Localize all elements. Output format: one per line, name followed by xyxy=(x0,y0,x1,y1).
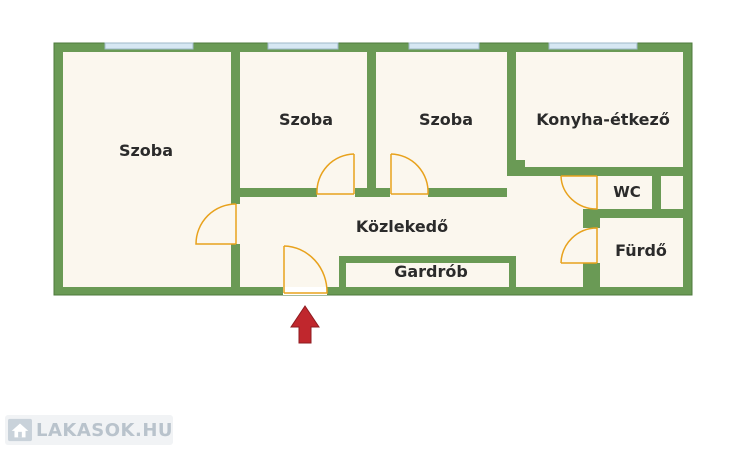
label-wc: WC xyxy=(613,183,641,201)
room-konyha xyxy=(516,52,683,167)
door-swing-wc xyxy=(560,175,598,210)
window-3 xyxy=(408,42,480,50)
logo-text: LAKASOK.HU xyxy=(35,419,173,441)
label-gardrob: Gardrób xyxy=(394,262,468,281)
room-furdo xyxy=(600,218,683,287)
label-szoba-3: Szoba xyxy=(419,110,473,129)
door-gap-entrance xyxy=(283,287,327,295)
door-gap-szoba-3 xyxy=(390,188,428,197)
site-logo: LAKASOK.HU xyxy=(5,415,173,445)
door-gap-wc xyxy=(583,176,600,209)
window-2 xyxy=(267,42,339,50)
room-kozlekedo xyxy=(240,176,583,287)
window-1 xyxy=(104,42,194,50)
door-swing-szoba-3 xyxy=(390,153,429,195)
door-swing-furdo xyxy=(560,227,598,264)
room-storage xyxy=(661,176,683,209)
room-gardrob xyxy=(346,263,509,287)
label-szoba-1: Szoba xyxy=(119,141,173,160)
room-szoba-1 xyxy=(63,52,231,287)
room-wc xyxy=(600,176,652,209)
door-gap-furdo xyxy=(583,228,600,263)
door-gap-szoba-2 xyxy=(317,188,355,197)
entrance-arrow-icon xyxy=(290,305,320,344)
label-furdo: Fürdő xyxy=(615,241,667,260)
window-4 xyxy=(548,42,638,50)
door-swing-szoba-2 xyxy=(316,153,355,195)
house-icon xyxy=(8,418,32,442)
door-swing-szoba-1 xyxy=(195,203,237,245)
door-swing-entrance xyxy=(283,245,328,294)
label-szoba-2: Szoba xyxy=(279,110,333,129)
label-konyha: Konyha-étkező xyxy=(536,110,670,129)
room-szoba-2 xyxy=(240,52,367,188)
wall-notch xyxy=(516,160,525,167)
doors xyxy=(195,153,598,294)
room-szoba-3 xyxy=(376,52,507,188)
label-kozlekedo: Közlekedő xyxy=(356,217,448,236)
